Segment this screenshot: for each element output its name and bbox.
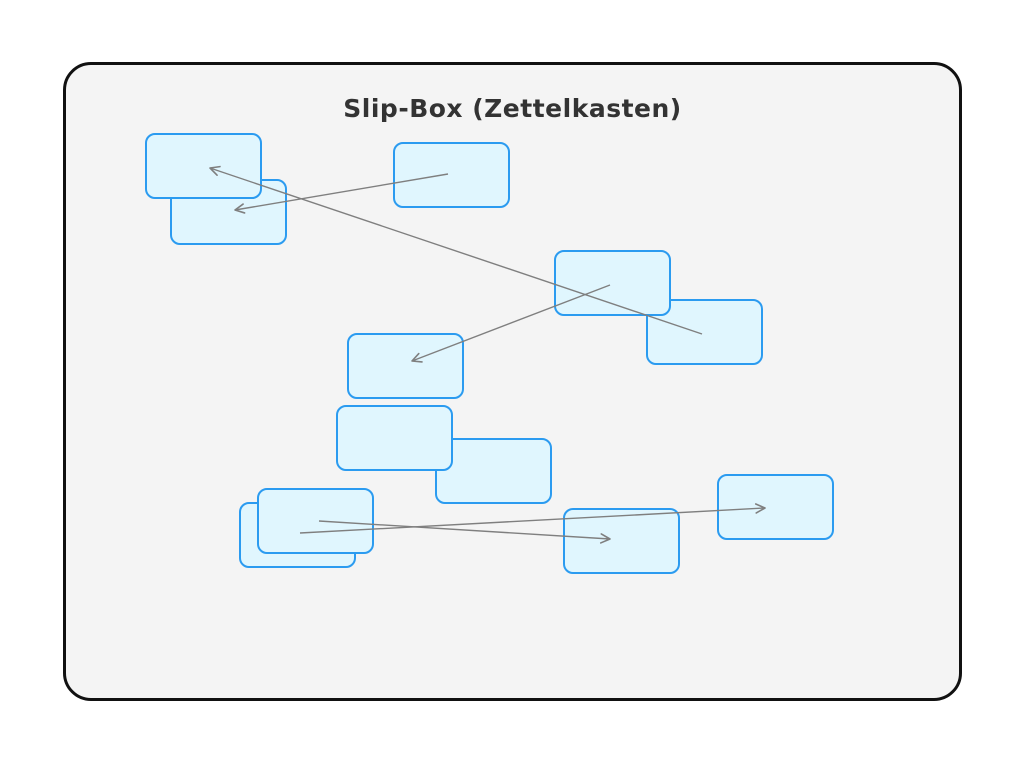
note-card-7 xyxy=(336,405,453,471)
note-card-10 xyxy=(257,488,374,554)
note-card-4 xyxy=(554,250,671,316)
note-card-6 xyxy=(347,333,464,399)
note-card-8 xyxy=(435,438,552,504)
diagram-title: Slip-Box (Zettelkasten) xyxy=(343,94,682,123)
note-card-1 xyxy=(145,133,262,199)
note-card-11 xyxy=(563,508,680,574)
note-card-3 xyxy=(393,142,510,208)
note-card-12 xyxy=(717,474,834,540)
